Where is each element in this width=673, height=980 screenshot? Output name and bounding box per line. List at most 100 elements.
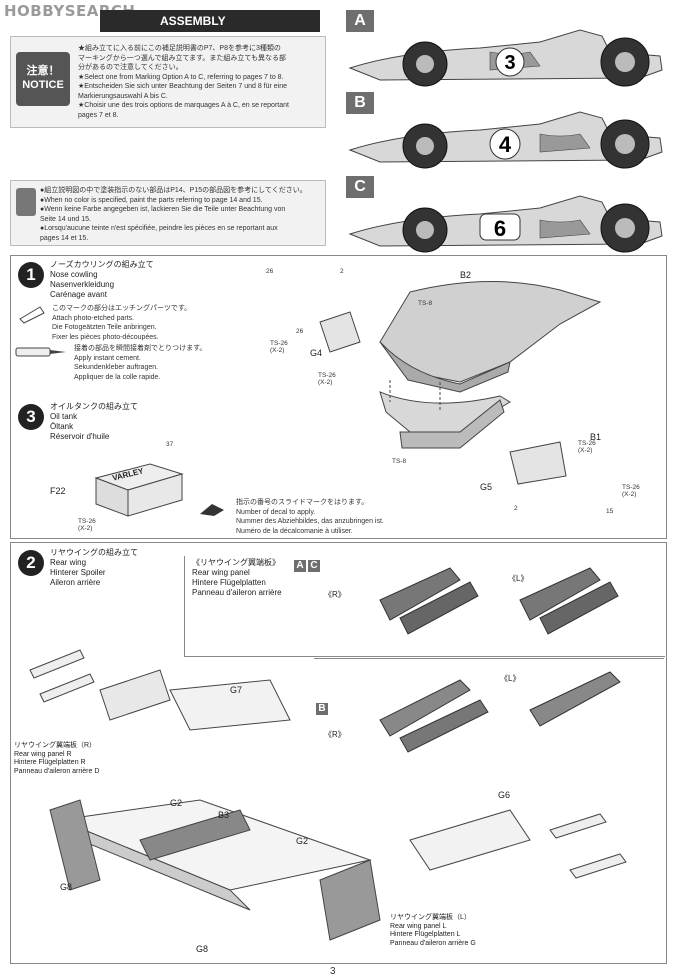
part-g4-label: G4	[310, 348, 323, 358]
panel-r-label-de: Hintere Flügelplatten R	[14, 759, 86, 766]
part-g7-label: G7	[230, 685, 243, 695]
decal-note-line: Nummer des Abziehbildes, das anzubringen…	[236, 518, 384, 525]
notice-line: ★Entscheiden Sie sich unter Beachtung de…	[78, 83, 288, 90]
panel-ac-box	[184, 556, 665, 657]
ts26-label-b: TS-26(X-2)	[318, 372, 336, 386]
panel-r-label-en: Rear wing panel R	[14, 750, 72, 758]
step1-frame	[10, 255, 667, 539]
decal-26-callout-a: 26	[266, 268, 274, 275]
notice-badge-jp: 注意！	[26, 65, 60, 77]
ts26-label: TS-26(X-2)	[270, 340, 288, 354]
ts26-x2: (X-2)	[270, 347, 285, 354]
panel-l-label-de: Hintere Flügelplatten L	[390, 931, 461, 938]
decal-note-line: Number of decal to apply.	[236, 508, 316, 516]
paint-note-line: Seite 14 und 15.	[40, 215, 91, 223]
step2-frame	[10, 542, 667, 964]
step2-title-en: Rear wing	[50, 558, 87, 567]
option-b-label: B	[346, 92, 374, 114]
notice-line: マーキングから一つ選んで組み立てます。また組み立ても異なる部	[78, 54, 287, 62]
ts26-label-d: TS-26(X-2)	[622, 484, 640, 498]
ts26-x2-c: (X-2)	[578, 447, 593, 454]
notice-line: Markierungsauswahl A bis C.	[78, 92, 168, 100]
glue-note: 接着の部品を瞬間接着剤でとりつけます。 Apply instant cement…	[74, 344, 234, 382]
etched-note: このマークの部分はエッチングパーツです。 Attach photo-etched…	[52, 304, 222, 342]
car-option-a: 3	[348, 29, 663, 87]
slide-mark-icon	[200, 504, 224, 516]
panel-r-label-jp: リヤウイング翼端板（R）	[14, 742, 97, 749]
paint-note-line: ●When no color is specified, paint the p…	[40, 196, 263, 204]
part-g8-label-a: G8	[60, 882, 73, 892]
panel-ac-left-label: 《L》	[508, 574, 529, 583]
notice-line: pages 7 et 8.	[78, 111, 119, 119]
ts26-code: TS-26	[270, 340, 288, 347]
etched-note-line: Die Fotogeätzten Teile anbringen.	[52, 324, 157, 331]
panel-l-label: リヤウイング翼端板（L） Rear wing panel L Hintere F…	[390, 914, 530, 948]
instant-cement-icon	[15, 347, 66, 357]
ts26-label-c: TS-26(X-2)	[578, 440, 596, 454]
step2-title-de: Hinterer Spoiler	[50, 568, 106, 577]
car-number-a: 3	[504, 52, 515, 74]
panel-option-a: A	[294, 560, 306, 572]
panel-l-label-en: Rear wing panel L	[390, 922, 447, 930]
oil-tank-ts-code: TS-26	[78, 518, 96, 525]
part-b2-label: B2	[460, 270, 472, 280]
panel-title-en: Rear wing panel	[192, 568, 250, 577]
part-2-callout-a: 2	[340, 268, 344, 275]
decal-37-callout: 37	[166, 441, 174, 448]
notice-text: ★組み立てに入る前にこの補足説明書のP7、P8を参考に3種類の マーキングから一…	[78, 44, 322, 120]
ts8-label: TS-8	[418, 300, 433, 307]
option-a-label: A	[346, 10, 374, 32]
glue-note-line: Sekundenkleber auftragen.	[74, 364, 159, 371]
paint-note-line: ●組立説明図の中で塗装指示のない部品はP14、P15の部品図を参考にしてください…	[40, 187, 307, 194]
panel-title: 《リヤウイング翼端板》 Rear wing panel Hintere Flüg…	[192, 558, 302, 598]
part-g8-label-b: G8	[196, 944, 209, 954]
paint-bottle-icon	[16, 188, 36, 216]
step2-title-jp: リヤウイングの組み立て	[50, 548, 138, 557]
step1-title-en: Nose cowling	[50, 270, 98, 279]
panel-b-left-label: 《L》	[500, 674, 521, 683]
notice-line: 分があるので注意してください。	[78, 64, 183, 71]
car-option-c: 6	[348, 195, 663, 253]
panel-option-b: B	[316, 703, 328, 715]
step1-title-jp: ノーズカウリングの組み立て	[50, 260, 154, 269]
oil-tank-drawing	[94, 463, 184, 517]
step3-title-fr: Réservoir d'huile	[50, 432, 110, 441]
oil-tank-ts-x2: (X-2)	[78, 525, 93, 532]
step3-title-jp: オイルタンクの組み立て	[50, 402, 138, 411]
step3-number: 3	[18, 404, 44, 430]
ts26-x2-b: (X-2)	[318, 379, 333, 386]
step3-title: オイルタンクの組み立て Oil tank Öltank Réservoir d'…	[50, 402, 210, 442]
panel-b-right-label: 《R》	[324, 730, 346, 739]
part-b3-label: B3	[218, 810, 230, 820]
left-wing-panel-drawing	[409, 809, 627, 879]
page-title: ASSEMBLY	[100, 10, 320, 32]
part-g2-label-b: G2	[296, 836, 309, 846]
step1-title-de: Nasenverkleidung	[50, 280, 115, 289]
decal-15-callout: 15	[606, 508, 614, 515]
car-option-b: 4	[348, 111, 663, 169]
paint-note-line: ●Lorsqu'aucune teinte n'est spécifiée, p…	[40, 225, 278, 232]
paint-note-line: pages 14 et 15.	[40, 234, 89, 242]
step2-title-fr: Aileron arrière	[50, 578, 101, 587]
wing-panel-drawings	[379, 567, 621, 753]
step2-number: 2	[18, 550, 44, 576]
part-g5-label: G5	[480, 482, 493, 492]
panel-l-label-jp: リヤウイング翼端板（L）	[390, 914, 471, 921]
part-g6-label: G6	[498, 790, 511, 800]
step1-nose-cowling-drawing	[319, 280, 602, 485]
option-c-label: C	[346, 176, 374, 198]
part-b1-label: B1	[590, 432, 602, 442]
step1-number: 1	[18, 262, 44, 288]
ts26-code-b: TS-26	[318, 372, 336, 379]
ts26-x2-d: (X-2)	[622, 491, 637, 498]
step1-title: ノーズカウリングの組み立て Nose cowling Nasenverkleid…	[50, 260, 210, 300]
panel-title-de: Hintere Flügelplatten	[192, 578, 266, 587]
part-2-callout-b: 2	[514, 505, 518, 512]
page-number: 3	[330, 966, 336, 977]
rear-wing-main-drawing	[49, 799, 381, 941]
glue-note-line: Appliquer de la colle rapide.	[74, 373, 161, 381]
notice-line: ★Choisir une des trois options de marqua…	[78, 102, 289, 109]
notice-badge-en: NOTICE	[22, 79, 64, 91]
car-number-c: 6	[494, 216, 506, 241]
notice-badge: 注意！ NOTICE	[16, 52, 70, 106]
